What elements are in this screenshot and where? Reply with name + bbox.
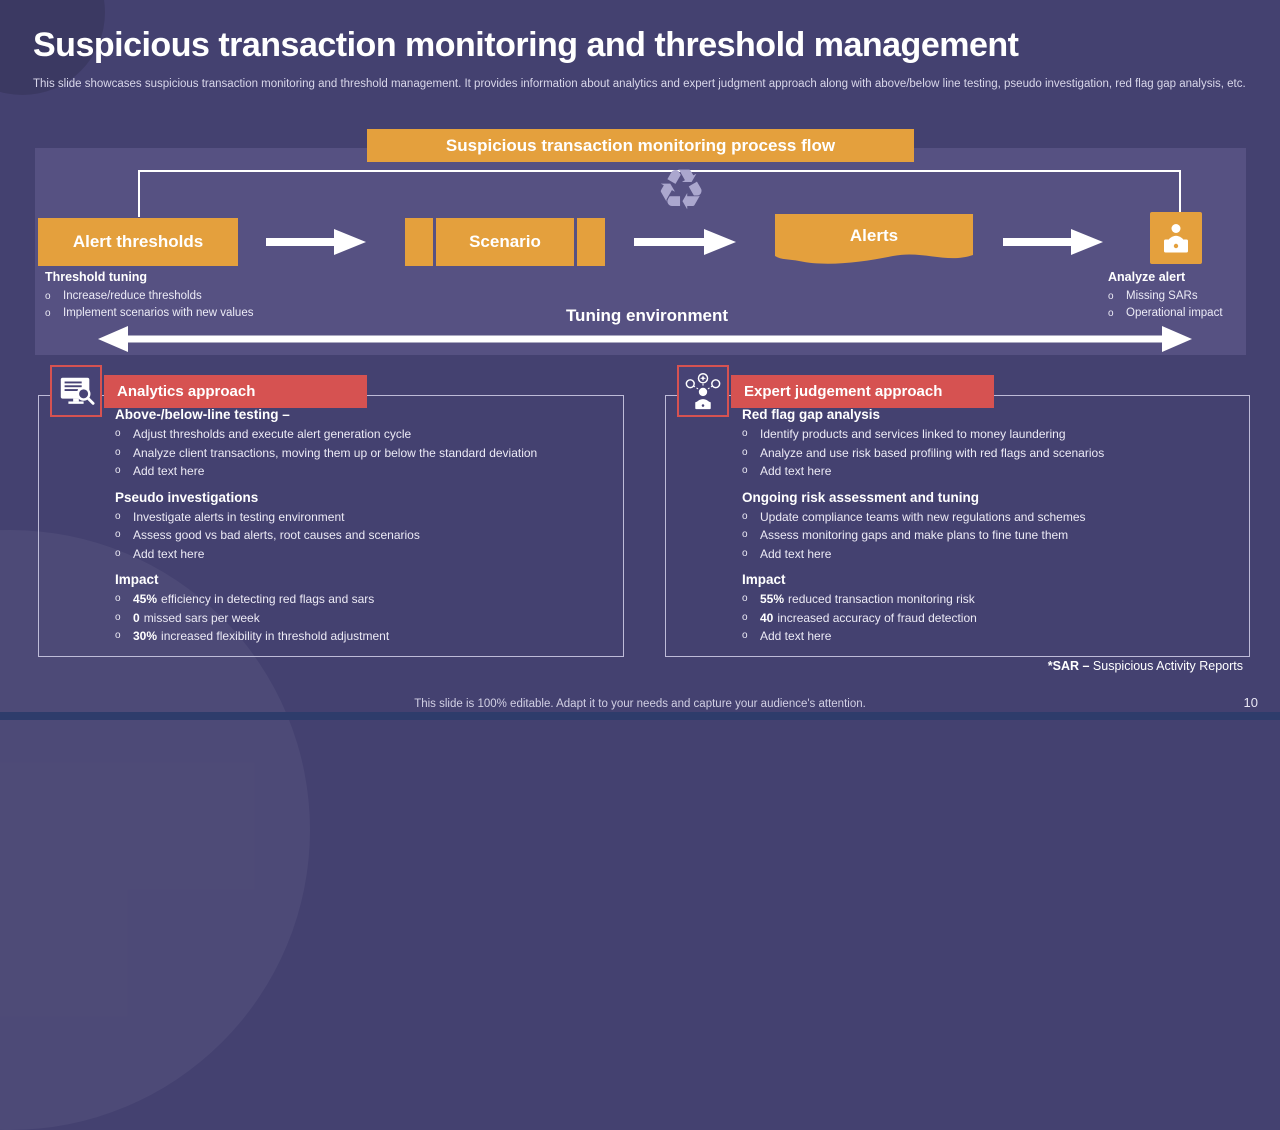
bullet-marker: o [742, 446, 748, 458]
scenario-divider [574, 218, 577, 266]
page-subtitle: This slide showcases suspicious transact… [33, 78, 1246, 90]
sar-footnote: *SAR – Suspicious Activity Reports [1047, 659, 1243, 673]
bottom-accent-bar [0, 712, 1280, 720]
bullet-marker: o [115, 446, 121, 458]
bullet-marker: o [115, 529, 121, 540]
flow-step-scenario: Scenario [405, 218, 605, 266]
bullet-marker: o [742, 547, 748, 559]
flow-step-alert-thresholds: Alert thresholds [38, 218, 238, 266]
analyze-alert-heading: Analyze alert [1108, 270, 1186, 284]
scenario-label: Scenario [469, 232, 541, 251]
bullet-marker: o [742, 529, 748, 540]
bullet-marker: o [742, 611, 748, 623]
threshold-tuning-heading: Threshold tuning [45, 270, 148, 284]
bullet-marker: o [115, 510, 121, 522]
flow-connector-bracket [138, 170, 1181, 217]
bullet-marker: o [115, 428, 121, 439]
footnote-abbr: *SAR – [1047, 659, 1090, 673]
analyst-person-icon [1164, 224, 1188, 253]
group-heading: Above-/below-line testing – [115, 407, 290, 422]
bullet-marker: o [45, 308, 51, 319]
group-heading: Red flag gap analysis [742, 407, 881, 422]
group-heading: Pseudo investigations [115, 489, 259, 505]
bullet-marker: o [742, 428, 748, 439]
bullet-marker: o [742, 510, 748, 522]
double-arrow-icon [98, 326, 1192, 352]
analyze-alert-tile [1150, 212, 1202, 264]
editable-footer-note: This slide is 100% editable. Adapt it to… [414, 698, 866, 710]
arrow-right-icon [266, 229, 366, 255]
scenario-divider [433, 218, 436, 266]
arrow-right-icon [634, 229, 736, 255]
bullet-marker: o [115, 630, 121, 641]
analytics-section-header: Analytics approach [104, 375, 367, 408]
bullet-marker: o [115, 465, 121, 476]
bullet-marker: o [742, 630, 748, 641]
bullet-marker: o [115, 547, 121, 559]
page-number: 10 [1243, 695, 1258, 710]
bullet-marker: o [1108, 291, 1114, 302]
expert-person-network-icon [685, 373, 721, 410]
recycle-icon: ♻ [656, 158, 707, 223]
flow-step-alerts: Alerts [849, 226, 899, 245]
bullet-marker: o [45, 291, 51, 302]
group-heading: Impact [742, 572, 786, 587]
arrow-right-icon [1003, 229, 1103, 255]
group-heading: Ongoing risk assessment and tuning [742, 489, 980, 505]
bullet-marker: o [1108, 308, 1114, 319]
page-title: Suspicious transaction monitoring and th… [33, 26, 1019, 64]
expert-section-header: Expert judgement approach [731, 375, 994, 408]
expert-icon-tile [677, 365, 729, 417]
bullet-marker: o [115, 593, 121, 604]
alerts-shape [775, 214, 973, 264]
group-heading: Impact [115, 572, 159, 587]
bullet-marker: o [742, 593, 748, 604]
analytics-monitor-icon [60, 377, 95, 405]
process-flow-banner: Suspicious transaction monitoring proces… [367, 129, 914, 162]
tuning-environment-label: Tuning environment [565, 306, 729, 325]
analytics-icon-tile [50, 365, 102, 417]
bullet-marker: o [742, 465, 748, 476]
bullet-marker: o [115, 611, 121, 623]
